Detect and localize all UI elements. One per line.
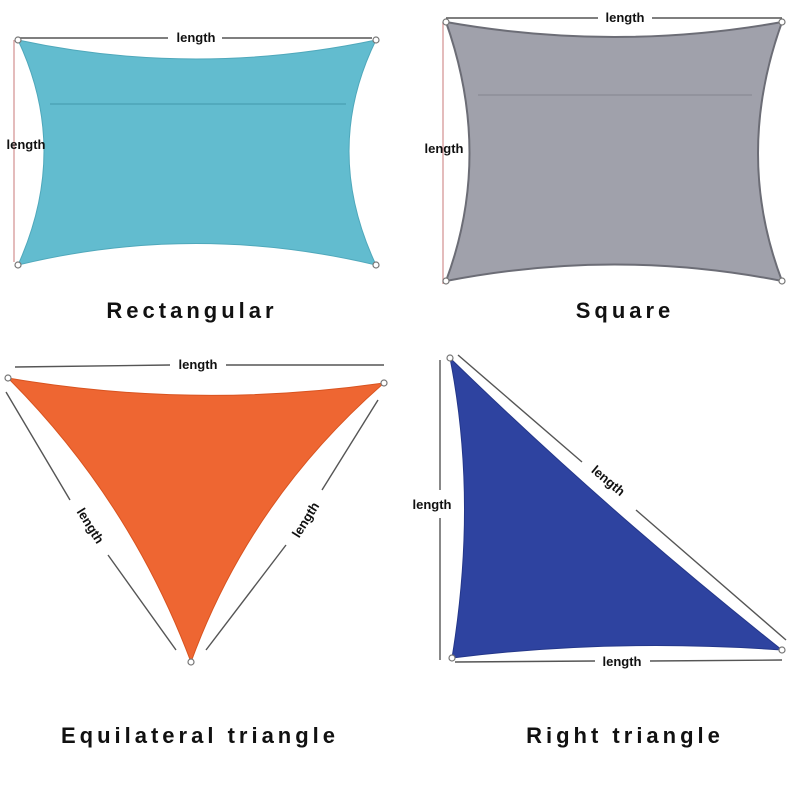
equi-right-guide-line-upper — [321, 399, 379, 491]
caption-right-triangle: Right triangle — [526, 723, 724, 748]
equilateral-sail-shape — [6, 377, 386, 664]
rect-side-length-label: length — [7, 137, 46, 152]
rect-corner-ring — [372, 36, 380, 44]
caption-equilateral-triangle: Equilateral triangle — [61, 723, 339, 748]
caption-square: Square — [576, 298, 675, 323]
right-hyp-guide-line-upper — [457, 354, 583, 463]
right-corner-ring — [446, 354, 454, 362]
square-corner-ring — [778, 18, 786, 26]
rect-corner-ring — [14, 261, 22, 269]
panel-equilateral-triangle: length length length Equilateral triangl… — [4, 357, 388, 748]
equi-right-length-label: length — [289, 499, 322, 540]
rect-corner-ring — [14, 36, 22, 44]
equi-corner-ring — [4, 374, 12, 382]
square-top-length-label: length — [606, 10, 645, 25]
right-hyp-guide-line-lower — [635, 509, 787, 641]
rect-top-length-label: length — [177, 30, 216, 45]
right-side-length-label: length — [413, 497, 452, 512]
right-bottom-guide-line-left — [454, 660, 596, 663]
equi-corner-ring — [187, 658, 195, 666]
right-bottom-guide-line-right — [649, 659, 783, 662]
square-side-length-label: length — [425, 141, 464, 156]
right-bottom-length-label: length — [603, 654, 642, 669]
equi-top-guide-line-left — [14, 364, 171, 368]
caption-rectangular: Rectangular — [106, 298, 277, 323]
square-corner-ring — [778, 277, 786, 285]
equi-corner-ring — [380, 379, 388, 387]
panel-square: length length Square — [425, 10, 786, 323]
panel-rectangular: length length Rectangular — [7, 30, 380, 323]
square-sail-shape — [444, 20, 784, 283]
right-triangle-sail-shape — [449, 356, 784, 659]
equi-right-guide-line-lower — [205, 544, 287, 651]
equi-left-length-label: length — [74, 505, 107, 546]
equi-left-guide-line-lower — [107, 554, 177, 651]
equi-top-length-label: length — [179, 357, 218, 372]
equi-left-guide-line-upper — [5, 391, 71, 501]
square-corner-ring — [442, 18, 450, 26]
square-corner-ring — [442, 277, 450, 285]
right-corner-ring — [448, 654, 456, 662]
panel-right-triangle: length length length Right triangle — [413, 354, 787, 748]
rect-corner-ring — [372, 261, 380, 269]
rectangular-sail-shape — [17, 39, 377, 266]
right-corner-ring — [778, 646, 786, 654]
